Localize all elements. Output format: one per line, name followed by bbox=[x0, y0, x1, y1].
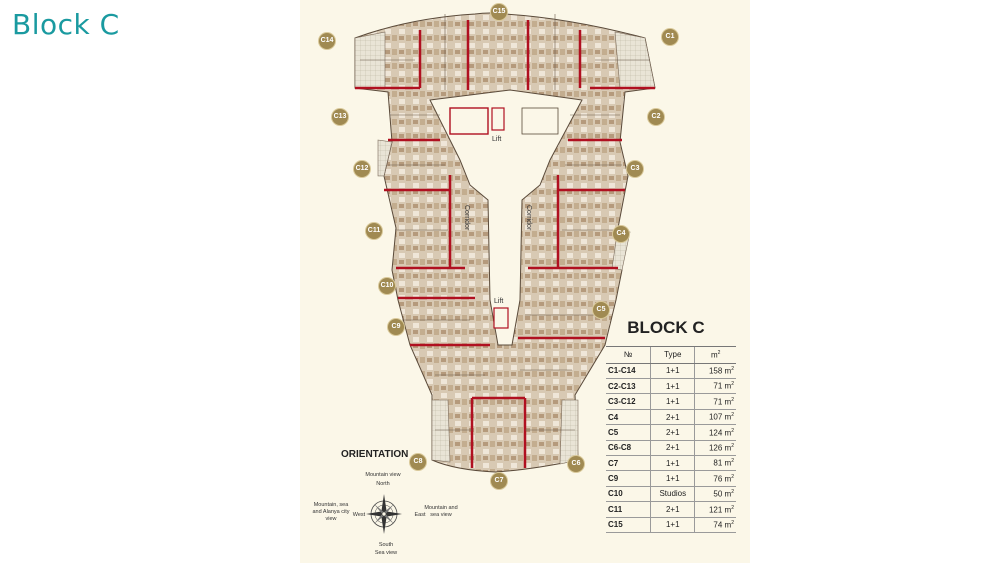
unit-marker-c8: C8 bbox=[410, 454, 426, 470]
lift-core bbox=[491, 107, 505, 131]
corridor-label: Corridor bbox=[525, 205, 532, 231]
orientation-north: North bbox=[376, 481, 390, 487]
balcony bbox=[377, 139, 393, 177]
unit-marker-c10: C10 bbox=[379, 278, 395, 294]
orientation-south: South bbox=[378, 542, 394, 548]
watermark-subtitle: REAL ESTATE bbox=[806, 530, 875, 537]
orientation-west: West bbox=[352, 512, 366, 518]
orientation-north-view: Mountain view bbox=[365, 472, 401, 478]
unit-marker-c12: C12 bbox=[354, 161, 370, 177]
interior-walls bbox=[360, 14, 650, 431]
compass-rose-icon bbox=[366, 494, 402, 534]
unit-walls bbox=[355, 20, 655, 468]
column-header-number: № bbox=[606, 346, 651, 364]
orientation-east: East bbox=[414, 512, 426, 518]
orientation-east-view: Mountain and sea view bbox=[424, 505, 458, 518]
floor-plan-panel: C15 C14 C1 C13 C2 C12 C3 C11 C4 C10 C9 C… bbox=[300, 0, 750, 563]
corridor-label: Corridor bbox=[463, 205, 470, 231]
unit-marker-c3: C3 bbox=[627, 161, 643, 177]
unit-marker-c6: C6 bbox=[568, 456, 584, 472]
stair-core bbox=[521, 107, 559, 135]
unit-marker-c7: C7 bbox=[491, 473, 507, 489]
unit-marker-c15: C15 bbox=[491, 4, 507, 20]
unit-marker-c11: C11 bbox=[366, 223, 382, 239]
orientation-south-view: Sea view bbox=[374, 550, 398, 556]
floor-plan-drawing bbox=[354, 12, 656, 473]
unit-marker-c13: C13 bbox=[332, 109, 348, 125]
unit-marker-c4: C4 bbox=[613, 226, 629, 242]
balcony bbox=[559, 399, 579, 465]
lift-core bbox=[493, 307, 509, 329]
unit-marker-c1: C1 bbox=[662, 29, 678, 45]
watermark-logo: TERRA bbox=[758, 478, 925, 527]
orientation-west-view: Mountain, sea and Alanya city view bbox=[312, 502, 350, 522]
corridor-area bbox=[429, 89, 583, 346]
unit-marker-c14: C14 bbox=[319, 33, 335, 49]
unit-marker-c2: C2 bbox=[648, 109, 664, 125]
table-title: BLOCK C bbox=[627, 318, 705, 337]
unit-marker-c9: C9 bbox=[388, 319, 404, 335]
orientation-title: ORIENTATION bbox=[341, 449, 409, 460]
stair-core bbox=[449, 107, 489, 135]
page-title: Block C bbox=[12, 8, 120, 41]
balcony bbox=[431, 399, 451, 463]
column-header-type: Type bbox=[650, 346, 695, 364]
column-header-area: m2 bbox=[694, 346, 736, 364]
lift-label: Lift bbox=[492, 136, 502, 143]
unit-marker-c5: C5 bbox=[593, 302, 609, 318]
lift-label: Lift bbox=[494, 298, 504, 305]
